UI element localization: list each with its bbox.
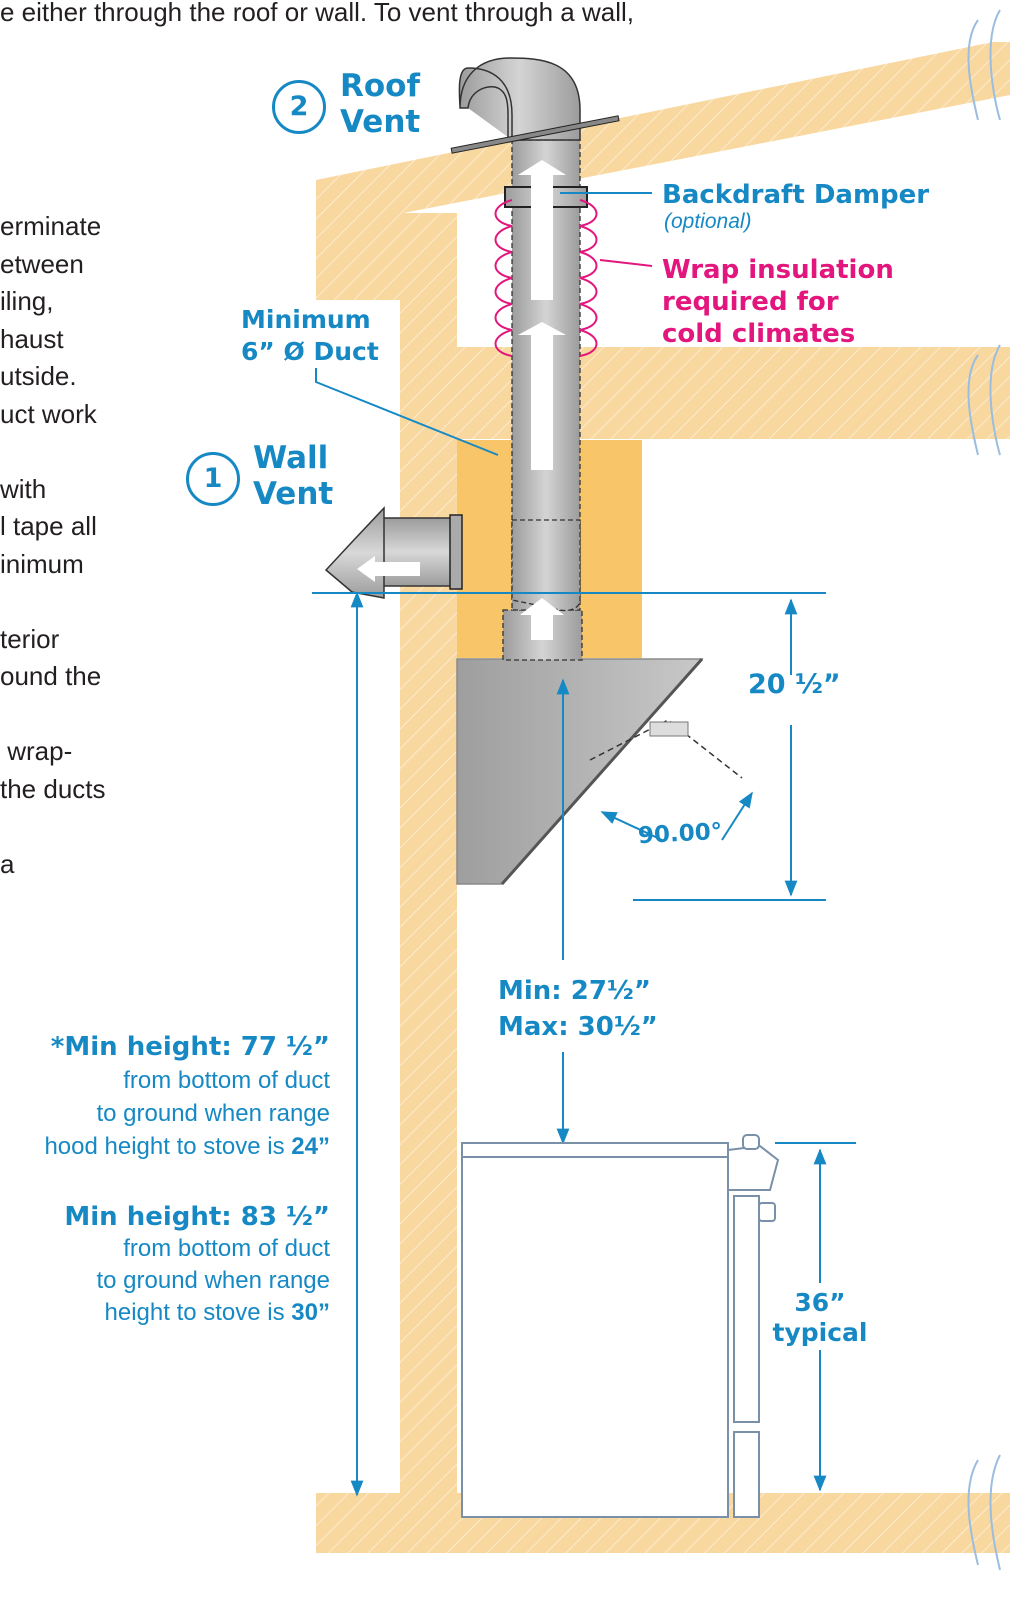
stove-height-value: 36” — [794, 1288, 846, 1317]
intro-text: e either through the roof or wall. To ve… — [0, 0, 635, 27]
min-height-1-line1: from bottom of duct — [123, 1067, 330, 1094]
insulation-label: Wrap insulation required for cold climat… — [662, 254, 894, 350]
roof-vent-line2: Vent — [340, 104, 421, 140]
min-height-2-line3-value: 30” — [291, 1299, 330, 1326]
body-line: the ducts — [0, 773, 106, 804]
backdraft-damper-note: (optional) — [664, 210, 752, 233]
duct-size-label: Minimum 6” Ø Duct — [241, 304, 379, 368]
insulation-wrap — [494, 199, 598, 357]
clearance-label: Min: 27½” Max: 30½” — [498, 973, 658, 1045]
clearance-max: Max: 30½” — [498, 1012, 658, 1042]
body-line: a — [0, 848, 15, 879]
leader-lines — [315, 192, 653, 456]
wall-duct-collar — [449, 514, 463, 590]
min-height-1-line2: to ground when range — [96, 1100, 330, 1127]
min-height-note-1: *Min height: 77 ½” from bottom of duct t… — [44, 1031, 330, 1163]
break-lines — [967, 9, 1001, 1571]
body-line: utside. — [0, 361, 77, 391]
body-line: uct work — [0, 398, 97, 429]
body-line: ound the — [0, 661, 102, 691]
wall-vent-label: Wall Vent — [253, 440, 333, 512]
duct-size-line1: Minimum — [241, 305, 371, 334]
min-height-1-line3-value: 24” — [291, 1133, 330, 1160]
body-line: inimum — [0, 548, 84, 579]
hood-height-label: 20 ½” — [748, 669, 841, 700]
attic-wall — [316, 213, 400, 300]
min-height-2-line3: height to stove is 30” — [64, 1297, 330, 1329]
body-line: iling, — [0, 286, 54, 316]
duct-size-line2: 6” Ø Duct — [241, 337, 379, 366]
roof — [316, 42, 1010, 230]
roof-vent-line1: Roof — [340, 68, 420, 104]
roof-vent-label: Roof Vent — [340, 68, 420, 140]
stove-knob — [727, 1144, 780, 1191]
stove-side-lower — [733, 1431, 760, 1518]
min-height-2-line2: to ground when range — [96, 1267, 330, 1294]
roof-vent-number: 2 — [272, 80, 326, 134]
dimension-lines — [312, 591, 856, 1497]
stove — [461, 1134, 780, 1518]
min-height-1-title: *Min height: 77 ½” — [50, 1032, 330, 1062]
body-line: etween — [0, 248, 84, 279]
wall-vent-line2: Vent — [253, 476, 334, 512]
min-height-2-line1: from bottom of duct — [123, 1235, 330, 1262]
airflow-arrows — [357, 160, 566, 640]
angle-marker — [589, 719, 743, 779]
min-height-note-2: Min height: 83 ½” from bottom of duct to… — [64, 1201, 330, 1329]
stove-height-label: 36” typical — [764, 1288, 876, 1348]
clearance-min: Min: 27½” — [498, 976, 651, 1006]
body-line: l tape all — [0, 511, 97, 541]
wall-cap — [324, 506, 385, 599]
body-line — [0, 696, 106, 734]
elbow — [511, 519, 581, 612]
body-line: erminate — [0, 211, 102, 241]
min-height-2-title: Min height: 83 ½” — [64, 1202, 330, 1232]
body-line — [0, 808, 106, 846]
stove-side-panel — [733, 1195, 760, 1423]
body-line: terior — [0, 623, 60, 654]
body-line — [0, 583, 106, 621]
insulation-line3: cold climates — [662, 319, 856, 349]
body-line: with — [0, 473, 47, 504]
body-line — [0, 433, 106, 471]
range-hood-body — [456, 658, 704, 885]
range-hood-edge — [500, 658, 704, 885]
wall-vent-line1: Wall — [253, 440, 329, 476]
body-line: wrap- — [0, 736, 73, 766]
body-text-column: erminate etween iling, haust utside. uct… — [0, 208, 106, 883]
insulation-line2: required for — [662, 287, 839, 317]
roof-flashing — [450, 115, 620, 154]
min-height-1-line3: hood height to stove is 24” — [44, 1130, 330, 1163]
insulation-line1: Wrap insulation — [662, 255, 894, 285]
stove-body — [461, 1142, 729, 1518]
body-line: haust — [0, 323, 64, 354]
backdraft-damper-label: Backdraft Damper — [662, 180, 930, 210]
roof-cap — [458, 57, 581, 141]
wall-vent-number: 1 — [186, 452, 240, 506]
stove-top — [461, 1142, 729, 1158]
exterior-wall — [400, 213, 457, 1528]
min-height-1-line3-prefix: hood height to stove is — [44, 1133, 292, 1160]
stove-height-note: typical — [772, 1318, 868, 1347]
hood-angle-label: 90.00° — [637, 818, 723, 850]
min-height-2-line3-prefix: height to stove is — [104, 1299, 292, 1326]
